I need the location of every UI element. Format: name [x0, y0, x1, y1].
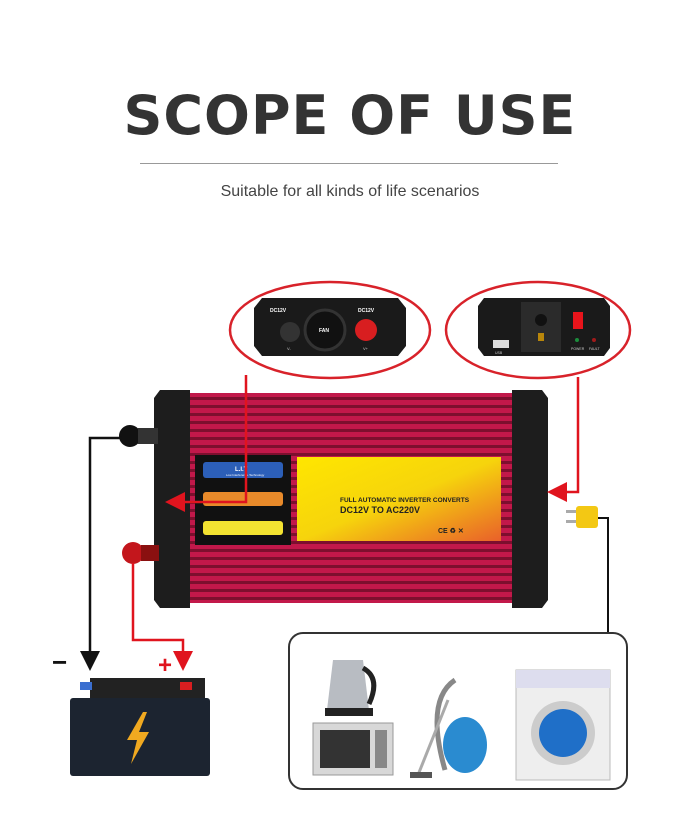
divider — [140, 163, 558, 164]
svg-text:DC12V: DC12V — [270, 308, 287, 314]
brand-badge — [203, 462, 283, 478]
label-panel — [297, 457, 501, 541]
svg-text:DC12V: DC12V — [358, 308, 375, 314]
rear-panel-callout: POWER FAULT USB — [444, 280, 632, 380]
svg-text:−: − — [52, 647, 67, 677]
svg-text:+: + — [158, 652, 172, 679]
negative-terminal-icon — [280, 322, 300, 342]
svg-text:FAULT: FAULT — [589, 347, 600, 351]
plug-icon — [566, 506, 598, 528]
front-panel-callout: DC12V DC12V FAN V- V+ — [228, 280, 432, 380]
positive-terminal-icon — [355, 319, 377, 341]
fault-led-icon — [592, 338, 596, 342]
svg-text:L.I.T: L.I.T — [235, 467, 248, 473]
power-switch-icon — [573, 312, 583, 329]
negative-terminal-icon — [119, 425, 141, 447]
battery: − + — [52, 647, 210, 776]
svg-text:V-: V- — [287, 346, 291, 351]
kettle-icon — [325, 660, 377, 716]
right-endcap — [512, 390, 548, 608]
positive-terminal-icon — [122, 542, 144, 564]
usb-port-icon — [493, 340, 509, 348]
washing-machine-icon — [515, 669, 611, 781]
svg-text:FULL AUTOMATIC INVERTER CONVER: FULL AUTOMATIC INVERTER CONVERTS — [340, 497, 470, 504]
svg-text:CE ♻ ✕: CE ♻ ✕ — [438, 527, 464, 535]
svg-text:V+: V+ — [363, 346, 369, 351]
page-subtitle: Suitable for all kinds of life scenarios — [220, 183, 480, 200]
svg-text:POWER: POWER — [571, 347, 585, 351]
wiring — [80, 375, 609, 671]
power-led-icon — [575, 338, 579, 342]
lightning-icon — [127, 712, 149, 764]
left-endcap — [154, 390, 190, 608]
appliances-panel — [288, 632, 628, 790]
svg-text:DC12V TO AC220V: DC12V TO AC220V — [340, 505, 420, 515]
inverter: L.I.T Low Interference Technology FULL A… — [119, 390, 548, 608]
microwave-icon — [312, 722, 394, 776]
svg-text:FAN: FAN — [319, 328, 329, 334]
ac-socket-icon — [521, 302, 561, 352]
vacuum-cleaner-icon — [410, 677, 487, 778]
fan-icon — [303, 308, 347, 352]
svg-text:USB: USB — [495, 351, 503, 355]
page-title: SCOPE OF USE — [123, 84, 577, 147]
